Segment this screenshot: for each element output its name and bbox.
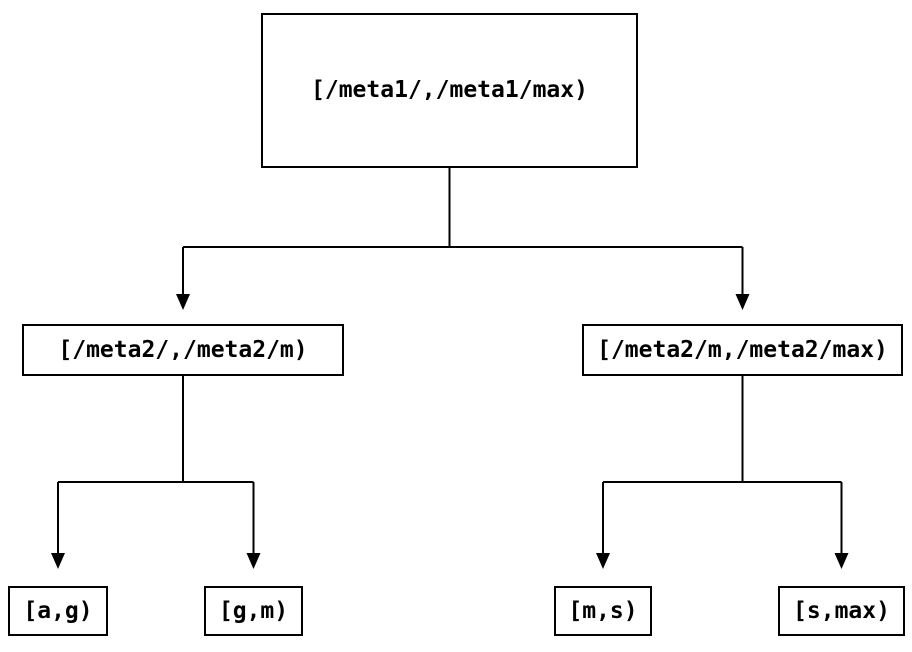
edge-meta2-low-to-children: [51, 376, 261, 569]
arrowhead-down-icon: [51, 553, 65, 569]
node-meta2-high-range: [/meta2/m,/meta2/max): [582, 324, 903, 376]
node-leaf-a-g: [a,g): [8, 586, 108, 636]
edge-meta2-high-to-children: [596, 376, 849, 569]
arrowhead-down-icon: [834, 553, 849, 569]
node-meta2-low-range: [/meta2/,/meta2/m): [22, 324, 344, 376]
edge-root-to-children: [176, 168, 750, 310]
arrowhead-down-icon: [596, 553, 610, 569]
arrowhead-down-icon: [735, 294, 750, 310]
node-leaf-m-s: [m,s): [554, 586, 652, 636]
arrowhead-down-icon: [176, 294, 190, 310]
node-root-range: [/meta1/,/meta1/max): [261, 13, 638, 168]
node-leaf-s-max: [s,max): [778, 586, 905, 636]
arrowhead-down-icon: [246, 553, 261, 569]
node-leaf-g-m: [g,m): [204, 586, 303, 636]
